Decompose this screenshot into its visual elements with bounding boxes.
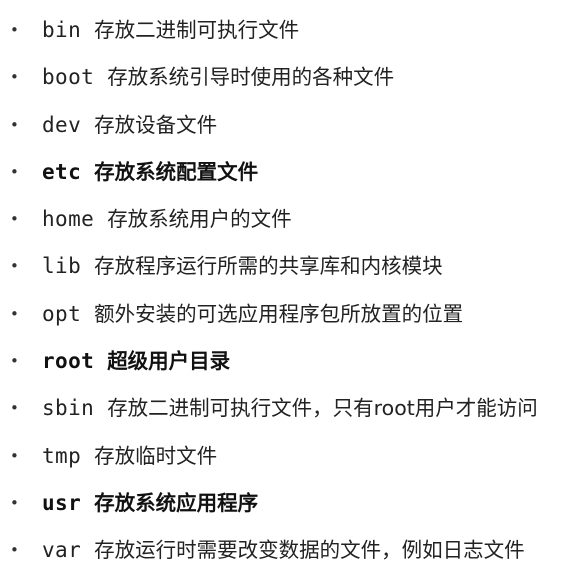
item-content: tmp 存放临时文件 [42, 433, 217, 480]
list-item-var: • var 存放运行时需要改变数据的文件，例如日志文件 [0, 527, 571, 574]
list-item-usr: • usr 存放系统应用程序 [0, 480, 571, 527]
directory-name: boot [42, 65, 95, 90]
directory-description: 存放运行时需要改变数据的文件，例如日志文件 [94, 538, 525, 563]
directory-name: bin [42, 18, 82, 42]
bullet: • [10, 304, 19, 323]
directory-name: root [42, 349, 95, 374]
directory-description: 存放系统引导时使用的各种文件 [107, 65, 395, 90]
bullet: • [10, 162, 19, 181]
item-content: dev 存放设备文件 [42, 102, 217, 149]
directory-description: 存放二进制可执行文件 [94, 18, 300, 42]
directory-name: sbin [42, 396, 95, 421]
directory-name: lib [42, 254, 82, 279]
list-item-dev: • dev 存放设备文件 [0, 102, 571, 149]
bullet: • [10, 21, 19, 39]
bullet: • [10, 352, 19, 371]
item-content: usr 存放系统应用程序 [42, 480, 258, 527]
directory-name: tmp [42, 443, 82, 468]
bullet: • [10, 399, 19, 418]
item-content: home 存放系统用户的文件 [42, 196, 292, 243]
list-item-root: • root 超级用户目录 [0, 338, 571, 385]
directory-name: var [42, 538, 82, 563]
directory-description: 存放设备文件 [94, 112, 218, 137]
directory-name: home [42, 207, 95, 232]
list-item-opt: • opt 额外安装的可选应用程序包所放置的位置 [0, 291, 571, 338]
list-item-lib: • lib 存放程序运行所需的共享库和内核模块 [0, 243, 571, 290]
directory-description: 存放程序运行所需的共享库和内核模块 [94, 254, 443, 279]
directory-description: 额外安装的可选应用程序包所放置的位置 [94, 301, 464, 326]
list-item-home: • home 存放系统用户的文件 [0, 196, 571, 243]
directory-name: dev [42, 112, 82, 137]
bullet: • [10, 115, 19, 134]
list-item-bin: • bin 存放二进制可执行文件 [0, 7, 571, 54]
directory-description: 存放临时文件 [94, 443, 218, 468]
bullet: • [10, 257, 19, 276]
item-content: boot 存放系统引导时使用的各种文件 [42, 54, 394, 101]
item-content: var 存放运行时需要改变数据的文件，例如日志文件 [42, 527, 525, 574]
item-content: sbin 存放二进制可执行文件，只有root用户才能访问 [42, 385, 538, 432]
item-content: bin 存放二进制可执行文件 [42, 7, 299, 54]
directory-description: 存放系统用户的文件 [107, 207, 292, 232]
bullet: • [10, 493, 19, 512]
list-item-etc: • etc 存放系统配置文件 [0, 149, 571, 196]
bullet: • [10, 541, 19, 560]
bullet: • [10, 210, 19, 229]
bullet: • [10, 68, 19, 87]
item-content: root 超级用户目录 [42, 338, 230, 385]
directory-description: 存放系统配置文件 [94, 159, 259, 184]
item-content: lib 存放程序运行所需的共享库和内核模块 [42, 243, 443, 290]
directory-name: opt [42, 301, 82, 326]
directory-name: etc [42, 159, 82, 184]
directory-description: 存放系统应用程序 [94, 490, 259, 515]
item-content: opt 额外安装的可选应用程序包所放置的位置 [42, 291, 463, 338]
item-content: etc 存放系统配置文件 [42, 149, 258, 196]
directory-list: • bin 存放二进制可执行文件 • boot 存放系统引导时使用的各种文件 • d… [0, 7, 571, 575]
directory-name: usr [42, 490, 82, 515]
list-item-sbin: • sbin 存放二进制可执行文件，只有root用户才能访问 [0, 385, 571, 432]
list-item-boot: • boot 存放系统引导时使用的各种文件 [0, 54, 571, 101]
directory-description: 存放二进制可执行文件，只有root用户才能访问 [107, 396, 538, 421]
bullet: • [10, 446, 19, 465]
list-item-tmp: • tmp 存放临时文件 [0, 433, 571, 480]
directory-description: 超级用户目录 [107, 349, 231, 374]
